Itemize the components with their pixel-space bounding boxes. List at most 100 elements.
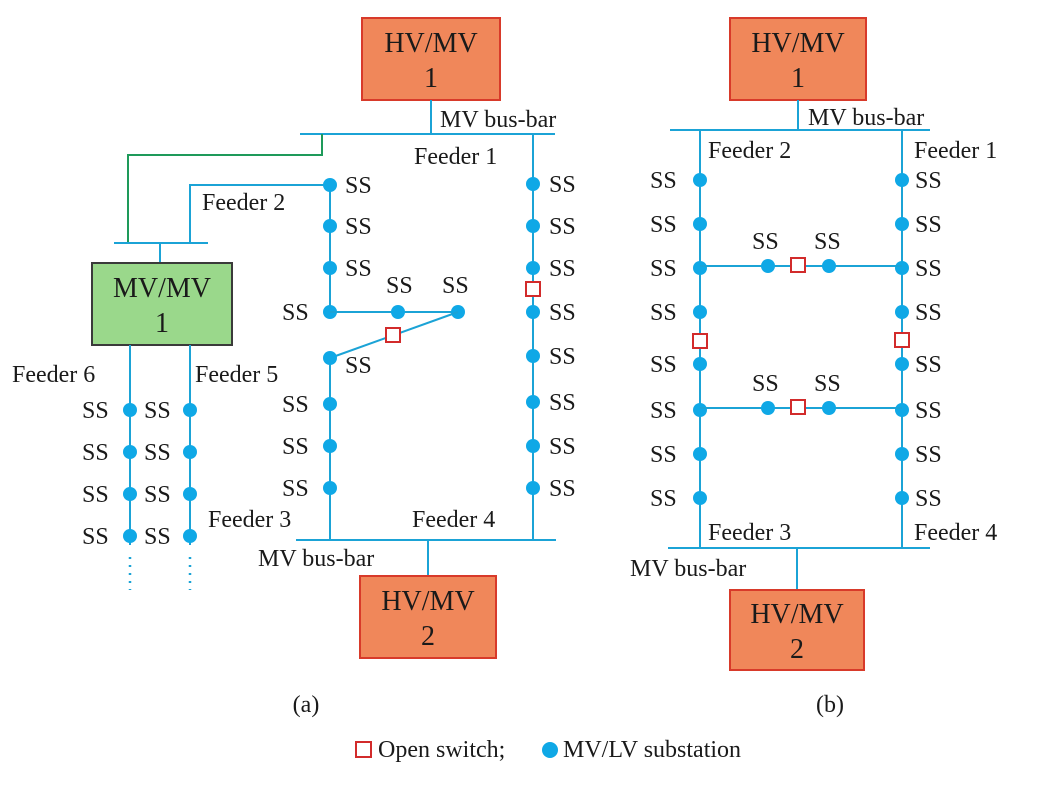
ss-label: SS xyxy=(915,300,942,326)
feeder-4-label-b: Feeder 4 xyxy=(914,520,997,546)
hv-mv-2-number-a: 2 xyxy=(421,621,435,652)
open-switch-legend-icon xyxy=(355,741,372,758)
ss-label: SS xyxy=(282,476,309,502)
ss-label: SS xyxy=(442,273,469,299)
hv-mv-2-label-b: HV/MV xyxy=(750,599,843,630)
ss-label: SS xyxy=(82,524,109,550)
substation-node xyxy=(183,445,197,459)
substation-node xyxy=(183,529,197,543)
substation-node xyxy=(323,439,337,453)
ss-label: SS xyxy=(650,398,677,424)
substation-node xyxy=(323,397,337,411)
open-switch xyxy=(894,332,910,348)
tie-line-green xyxy=(127,134,323,243)
substation-node xyxy=(761,259,775,273)
substation-node xyxy=(323,219,337,233)
ss-label: SS xyxy=(345,214,372,240)
ss-label: SS xyxy=(915,442,942,468)
open-switch xyxy=(790,399,806,415)
feeder-2-line-a xyxy=(189,184,331,312)
ss-label: SS xyxy=(915,486,942,512)
mv-busbar-bottom-label-b: MV bus-bar xyxy=(630,556,746,582)
ss-label: SS xyxy=(752,229,779,255)
ss-label: SS xyxy=(549,344,576,370)
substation-node xyxy=(526,395,540,409)
mv-mv-1-number: 1 xyxy=(155,308,169,339)
feeder-2-label-a: Feeder 2 xyxy=(202,190,285,216)
ss-label: SS xyxy=(549,172,576,198)
open-switch xyxy=(790,257,806,273)
substation-node xyxy=(895,261,909,275)
hv-mv-2-label-a: HV/MV xyxy=(381,586,474,617)
ss-label: SS xyxy=(282,300,309,326)
substation-node xyxy=(526,177,540,191)
mv-busbar-top-label-a: MV bus-bar xyxy=(440,107,556,133)
substation-node xyxy=(693,261,707,275)
hv-mv-1-number-a: 1 xyxy=(424,63,438,94)
substation-node xyxy=(693,305,707,319)
open-switch xyxy=(525,281,541,297)
substation-node xyxy=(693,447,707,461)
substation-node xyxy=(526,349,540,363)
substation-node xyxy=(895,447,909,461)
ss-label: SS xyxy=(915,168,942,194)
substation-node xyxy=(183,487,197,501)
substation-node xyxy=(526,219,540,233)
substation-node xyxy=(123,529,137,543)
substation-node xyxy=(323,261,337,275)
substation-node xyxy=(183,403,197,417)
substation-node xyxy=(693,491,707,505)
ss-label: SS xyxy=(144,482,171,508)
ss-label: SS xyxy=(82,482,109,508)
feeder-3-label-a: Feeder 3 xyxy=(208,507,291,533)
ss-label: SS xyxy=(345,256,372,282)
substation-node xyxy=(895,491,909,505)
ss-label: SS xyxy=(650,168,677,194)
substation-node xyxy=(391,305,405,319)
substation-node xyxy=(761,401,775,415)
substation-node xyxy=(526,261,540,275)
feeder-3-label-b: Feeder 3 xyxy=(708,520,791,546)
ss-label: SS xyxy=(282,434,309,460)
substation-node xyxy=(895,403,909,417)
ss-label: SS xyxy=(650,442,677,468)
ss-label: SS xyxy=(549,300,576,326)
ss-label: SS xyxy=(82,440,109,466)
ss-label: SS xyxy=(82,398,109,424)
caption-b: (b) xyxy=(816,692,844,718)
panel-a: HV/MV 1 MV bus-bar Feeder 1 MV/MV 1 Feed… xyxy=(12,17,576,718)
ss-label: SS xyxy=(814,371,841,397)
caption-a: (a) xyxy=(293,692,320,718)
ss-label: SS xyxy=(549,256,576,282)
substation-node xyxy=(123,445,137,459)
mv-mv-1-box: MV/MV 1 xyxy=(91,262,233,346)
substation-node xyxy=(693,357,707,371)
feeder-6-label-a: Feeder 6 xyxy=(12,362,95,388)
hv-mv-1-number-b: 1 xyxy=(791,63,805,94)
ss-label: SS xyxy=(814,229,841,255)
ss-label: SS xyxy=(650,212,677,238)
ss-label: SS xyxy=(345,173,372,199)
ss-label: SS xyxy=(549,390,576,416)
ss-label: SS xyxy=(549,214,576,240)
ss-label: SS xyxy=(650,300,677,326)
mv-mv-1-label: MV/MV xyxy=(113,273,211,304)
mv-busbar-bottom-label-a: MV bus-bar xyxy=(258,546,374,572)
substation-node xyxy=(895,305,909,319)
substation-node xyxy=(693,403,707,417)
substation-node xyxy=(822,401,836,415)
substation-node xyxy=(895,357,909,371)
ss-label: SS xyxy=(386,273,413,299)
substation-node xyxy=(822,259,836,273)
feeder-5-label-a: Feeder 5 xyxy=(195,362,278,388)
substation-node xyxy=(895,217,909,231)
ss-label: SS xyxy=(915,256,942,282)
ss-label: SS xyxy=(345,353,372,379)
substation-node xyxy=(693,173,707,187)
substation-node xyxy=(123,403,137,417)
ss-label: SS xyxy=(650,256,677,282)
legend-substation-label: MV/LV substation xyxy=(563,737,741,763)
ss-label: SS xyxy=(144,524,171,550)
hv-mv-2-number-b: 2 xyxy=(790,634,804,665)
